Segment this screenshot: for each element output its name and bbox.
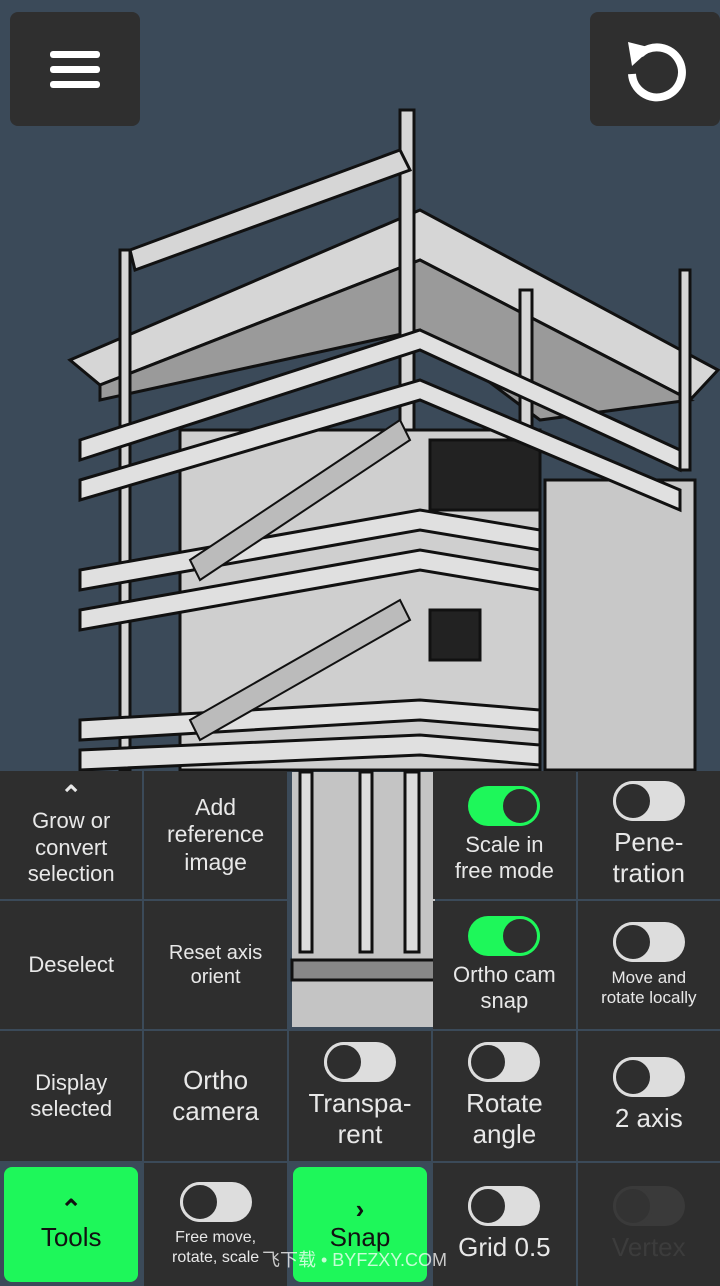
toggle-switch[interactable]: [179, 1182, 252, 1223]
toggle-switch[interactable]: [612, 921, 685, 962]
viewport-gap: [289, 771, 431, 1029]
display-selected-button[interactable]: Display selected: [0, 1031, 143, 1161]
model-columns: [290, 770, 437, 982]
tools-button[interactable]: ⌃Tools: [4, 1167, 139, 1282]
transparent-toggle[interactable]: Transpa-rent: [288, 1031, 432, 1161]
free-move-toggle[interactable]: Free move, rotate, scale: [144, 1163, 287, 1286]
two-axis-toggle[interactable]: 2 axis: [577, 1031, 720, 1161]
vertex-toggle: Vertex: [577, 1163, 720, 1286]
deselect-button[interactable]: Deselect: [0, 901, 143, 1029]
toggle-switch[interactable]: [468, 1185, 541, 1226]
toggle-switch[interactable]: [468, 785, 541, 826]
move-rotate-locally-toggle[interactable]: Move and rotate locally: [577, 901, 720, 1029]
toggle-switch[interactable]: [612, 1057, 685, 1098]
undo-icon: [628, 42, 686, 102]
chevron-up-icon: ⌃: [60, 1193, 83, 1224]
grid-toggle[interactable]: Grid 0.5: [433, 1163, 576, 1286]
toggle-switch[interactable]: [468, 1041, 541, 1082]
snap-button[interactable]: ›Snap: [292, 1167, 428, 1282]
tool-panel: ⌃Grow or convert selection Add reference…: [0, 771, 720, 1286]
ortho-cam-snap-toggle[interactable]: Ortho cam snap: [433, 901, 576, 1029]
chevron-up-icon: ⌃: [60, 780, 83, 811]
penetration-toggle[interactable]: Pene-tration: [577, 771, 720, 899]
add-reference-image-button[interactable]: Add reference image: [144, 771, 287, 899]
ortho-camera-button[interactable]: Ortho camera: [144, 1031, 287, 1161]
hamburger-icon: [50, 51, 100, 88]
building-model: [67, 108, 720, 772]
toggle-switch[interactable]: [612, 780, 685, 821]
chevron-right-icon: ›: [355, 1193, 365, 1224]
reset-axis-orient-button[interactable]: Reset axis orient: [144, 901, 287, 1029]
watermark: 飞下载 • BYFZXY.COM: [262, 1250, 447, 1270]
scale-free-mode-toggle[interactable]: Scale in free mode: [433, 771, 576, 899]
toggle-switch: [612, 1185, 685, 1226]
menu-button[interactable]: [10, 12, 140, 126]
toggle-switch[interactable]: [323, 1041, 396, 1082]
undo-button[interactable]: [590, 12, 720, 126]
rotate-angle-toggle[interactable]: Rotate angle: [433, 1031, 576, 1161]
grow-convert-button[interactable]: ⌃Grow or convert selection: [0, 771, 143, 899]
toggle-switch[interactable]: [468, 915, 541, 956]
